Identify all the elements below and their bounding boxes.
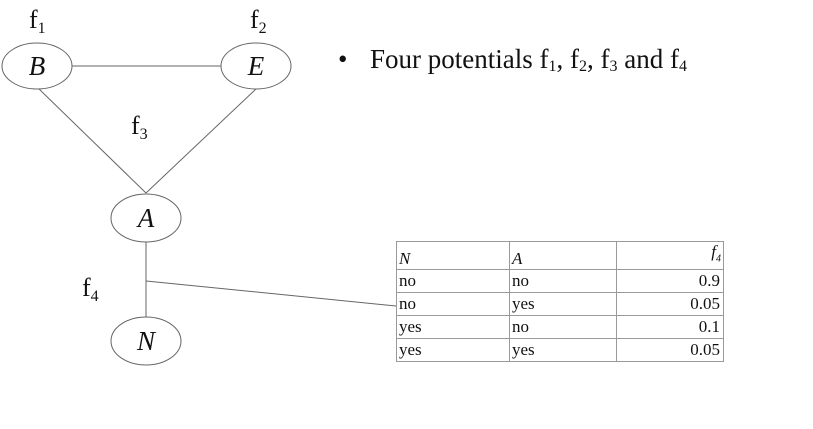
node-a: A — [110, 193, 182, 243]
cell-n: no — [396, 292, 510, 317]
bullet-point: • Four potentials f1, f2, f3 and f4 — [338, 42, 687, 76]
cell-a: no — [509, 269, 617, 294]
table-row: yes yes 0.05 — [396, 338, 724, 363]
cell-value: 0.05 — [616, 338, 724, 363]
cell-a: yes — [509, 292, 617, 317]
cell-n: no — [396, 269, 510, 294]
table-row: yes no 0.1 — [396, 315, 724, 340]
node-e: E — [220, 42, 292, 90]
cell-value: 0.9 — [616, 269, 724, 294]
table-row: no no 0.9 — [396, 269, 724, 294]
table-row: no yes 0.05 — [396, 292, 724, 317]
factor-label-f3: f3 — [131, 111, 148, 143]
edge-b-a — [37, 87, 147, 194]
bullet-text: Four potentials f1, f2, f3 and f4 — [370, 44, 687, 75]
node-n-label: N — [136, 326, 157, 356]
node-n: N — [110, 316, 182, 366]
table-connector-line — [145, 280, 397, 307]
factor-f4-table: N A f4 no no 0.9 no yes 0.05 yes no 0.1 … — [396, 240, 724, 363]
cell-a: yes — [509, 338, 617, 363]
cell-value: 0.1 — [616, 315, 724, 340]
factor-label-f1: f1 — [29, 5, 46, 37]
node-a-label: A — [136, 203, 155, 233]
factor-label-f4: f4 — [82, 273, 99, 305]
node-b-label: B — [29, 51, 46, 81]
node-e-label: E — [247, 51, 265, 81]
table-header-row: N A f4 — [396, 240, 724, 271]
header-a: A — [509, 240, 617, 271]
bullet-glyph: • — [338, 44, 348, 74]
cell-value: 0.05 — [616, 292, 724, 317]
cell-n: yes — [396, 338, 510, 363]
cell-n: yes — [396, 315, 510, 340]
factor-label-f2: f2 — [250, 5, 267, 37]
cell-a: no — [509, 315, 617, 340]
header-f4: f4 — [616, 240, 724, 271]
edge-e-a — [145, 87, 258, 194]
header-n: N — [396, 240, 510, 271]
node-b: B — [1, 42, 73, 90]
